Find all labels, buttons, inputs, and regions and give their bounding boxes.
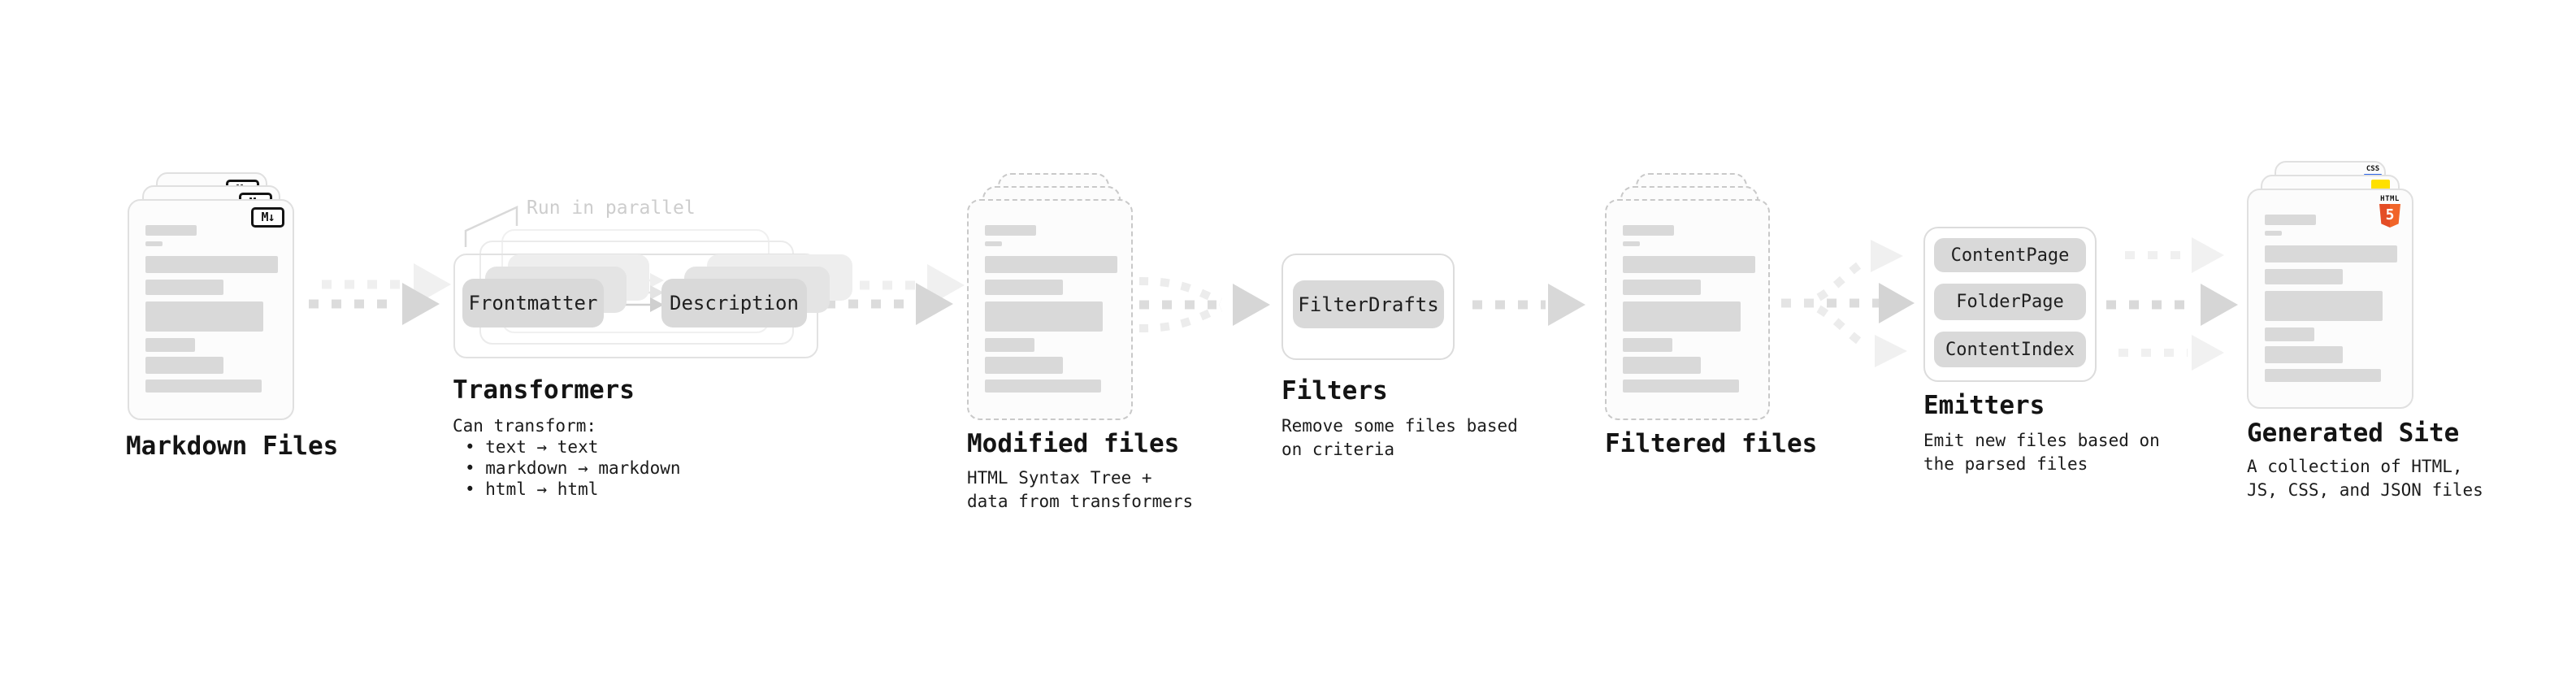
file-text-bar — [1623, 301, 1741, 332]
modified-files-label: Modified files — [967, 429, 1180, 458]
file-content-bars — [2265, 215, 2397, 382]
html5-icon-shield: 5 — [2379, 204, 2400, 228]
contentindex-chip: ContentIndex — [1934, 332, 2086, 367]
file-text-bar — [2265, 269, 2343, 284]
file-text-bar — [985, 338, 1034, 352]
filters-label: Filters — [1281, 376, 1388, 406]
html5-icon: HTML 5 — [2378, 195, 2402, 228]
generated-file-card: HTML 5 — [2247, 189, 2413, 409]
flow-arrow-emitters-to-generated — [2106, 237, 2238, 371]
file-content-bars — [1623, 225, 1755, 393]
frontmatter-chip: Frontmatter — [462, 279, 604, 327]
file-text-bar — [2265, 327, 2314, 341]
file-text-bar — [145, 357, 223, 374]
transformers-caption: Can transform: • text → text • markdown … — [453, 415, 681, 500]
file-content-bars — [985, 225, 1117, 393]
file-text-bar — [2265, 215, 2316, 225]
file-text-bar — [2265, 231, 2282, 236]
emitters-caption: Emit new files based on the parsed files — [1923, 431, 2160, 474]
flow-arrow-modified-to-filters — [1138, 277, 1270, 332]
modified-files-caption: HTML Syntax Tree + data from transformer… — [967, 468, 1194, 511]
file-text-bar — [145, 280, 223, 295]
emitters-label: Emitters — [1923, 391, 2045, 420]
file-text-bar — [985, 256, 1117, 273]
file-text-bar — [1623, 338, 1672, 352]
contentpage-chip: ContentPage — [1934, 238, 2086, 272]
file-text-bar — [985, 241, 1002, 246]
file-text-bar — [145, 338, 195, 352]
markdown-file-card: M↓ — [128, 199, 294, 420]
css-icon-word: CSS — [2366, 165, 2380, 173]
transformers-label: Transformers — [453, 375, 635, 405]
generated-site-caption: A collection of HTML, JS, CSS, and JSON … — [2247, 457, 2483, 500]
flow-arrow-transformers-to-modified-ghost — [837, 264, 965, 306]
file-text-bar — [1623, 280, 1701, 295]
folderpage-chip: FolderPage — [1934, 284, 2086, 320]
filters-caption: Remove some files based on criteria — [1281, 416, 1518, 459]
file-text-bar — [1623, 225, 1674, 236]
file-text-bar — [1623, 357, 1701, 374]
file-text-bar — [145, 301, 263, 332]
transform-bullet: • text → text — [465, 437, 599, 457]
modified-file-card — [967, 199, 1133, 420]
file-text-bar — [1623, 241, 1640, 246]
file-text-bar — [145, 225, 197, 236]
transform-bullet: • markdown → markdown — [465, 458, 681, 478]
markdown-icon: M↓ — [251, 207, 284, 228]
markdown-files-label: Markdown Files — [126, 432, 339, 461]
file-text-bar — [145, 256, 278, 273]
filtered-files-label: Filtered files — [1605, 429, 1818, 458]
generated-site-label: Generated Site — [2247, 419, 2460, 448]
file-text-bar — [985, 357, 1063, 374]
file-text-bar — [2265, 346, 2343, 363]
filtered-file-card — [1605, 199, 1770, 420]
html5-icon-word: HTML — [2380, 195, 2400, 203]
description-chip: Description — [661, 279, 807, 327]
file-text-bar — [2265, 245, 2397, 262]
flow-arrow-markdown-to-transformers — [309, 283, 440, 325]
flow-arrow-markdown-to-transformers-ghost — [322, 263, 451, 306]
file-text-bar — [2265, 369, 2381, 382]
file-text-bar — [145, 380, 262, 393]
file-text-bar — [985, 280, 1063, 295]
js-icon — [2371, 180, 2390, 190]
flow-arrow-filters-to-filtered — [1472, 284, 1585, 326]
can-transform-title: Can transform: — [453, 416, 597, 436]
run-in-parallel-annotation: Run in parallel — [527, 197, 696, 219]
file-content-bars — [145, 225, 278, 393]
transform-bullet: • html → html — [465, 479, 599, 499]
file-text-bar — [145, 241, 163, 246]
file-text-bar — [1623, 380, 1739, 393]
file-text-bar — [1623, 256, 1755, 273]
flow-arrow-filtered-to-emitters — [1781, 240, 1915, 367]
filterdrafts-chip: FilterDrafts — [1293, 280, 1444, 328]
file-text-bar — [985, 301, 1103, 332]
file-text-bar — [985, 225, 1036, 236]
file-text-bar — [2265, 291, 2383, 321]
file-text-bar — [985, 380, 1101, 393]
